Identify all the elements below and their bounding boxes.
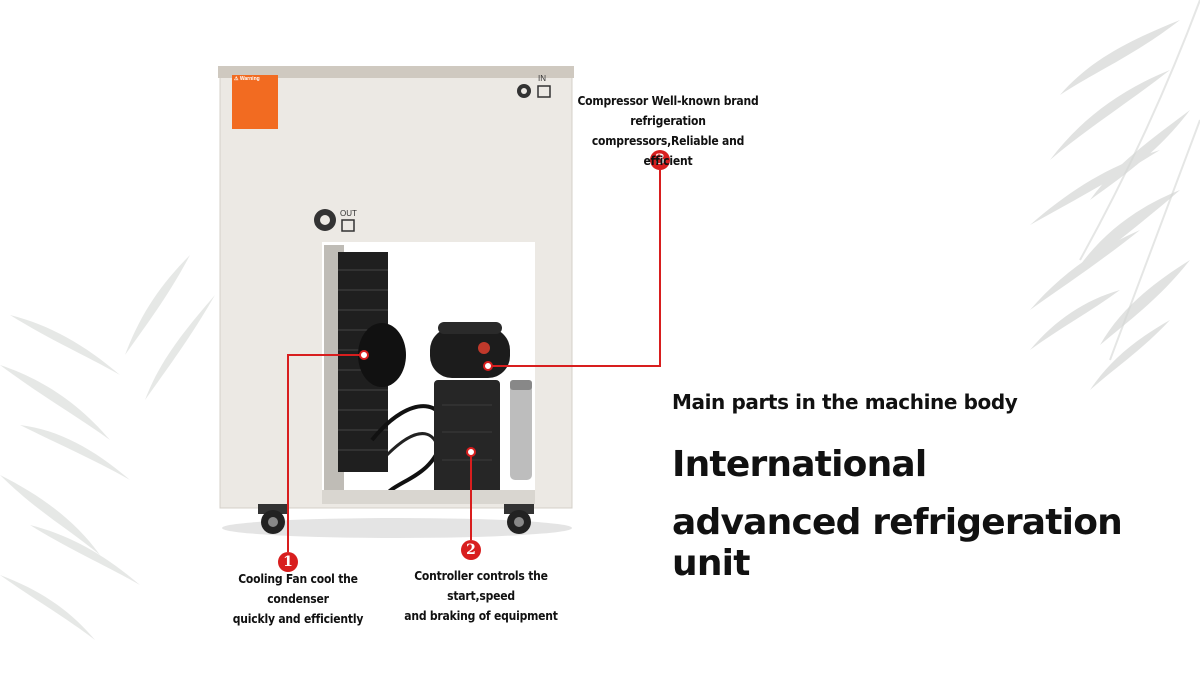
bamboo-decoration-left	[0, 255, 215, 640]
callout-1-line-2: quickly and efficiently	[232, 612, 364, 626]
callout-3-line-3: efficient	[643, 154, 693, 168]
headline-line-2: advanced refrigeration unit	[672, 502, 1123, 584]
warning-label-text: ⚠ Warning	[234, 76, 260, 82]
section-subtitle: Main parts in the machine body	[672, 390, 1018, 414]
port-in-label: IN	[538, 74, 546, 83]
callout-text-compressor: Compressor Well-known brand refrigeratio…	[568, 91, 768, 171]
callout-text-cooling-fan: Cooling Fan cool the condenser quickly a…	[208, 569, 388, 629]
callout-text-controller: Controller controls the start,speed and …	[386, 566, 576, 626]
callout-3-line-2: refrigeration compressors,Reliable and	[591, 114, 745, 148]
refrigeration-machine: ⚠ Warning IN OUT	[212, 60, 582, 550]
callout-2-line-1: Controller controls the start,speed	[414, 569, 548, 603]
callout-badge-3: 3	[650, 150, 670, 170]
callout-2-line-2: and braking of equipment	[404, 609, 558, 623]
callout-badge-1: 1	[278, 552, 298, 572]
callout-badge-2: 2	[461, 540, 481, 560]
callout-3-line-1: Compressor Well-known brand	[577, 94, 759, 108]
bamboo-decoration-right	[1030, 0, 1200, 390]
callout-1-line-1: Cooling Fan cool the condenser	[238, 572, 358, 606]
headline-line-1: International	[672, 444, 927, 485]
port-out-label: OUT	[340, 209, 357, 218]
